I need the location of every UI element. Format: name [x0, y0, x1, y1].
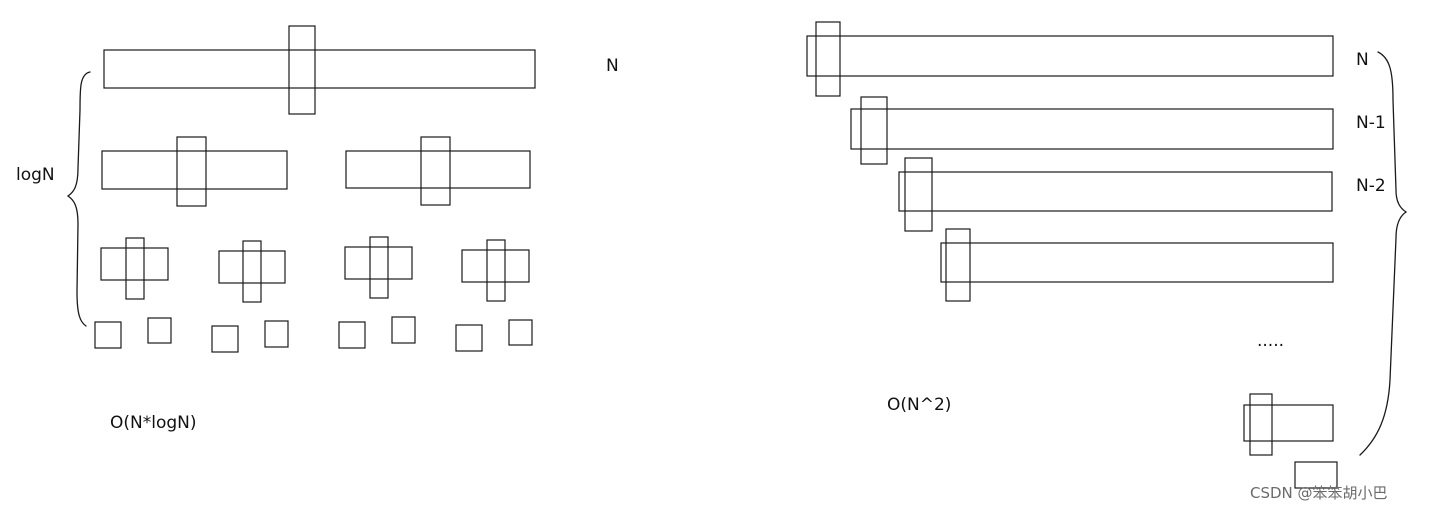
left-leaf-3 [211, 325, 239, 353]
left-depth-brace [66, 71, 91, 327]
left-leaf-1 [94, 321, 122, 349]
left-level2-pivot-d [486, 239, 506, 302]
left-top-label: N [606, 56, 619, 76]
left-level2-pivot-b [242, 240, 262, 303]
left-level0-bar [103, 49, 536, 89]
right-row1-bar [806, 35, 1334, 77]
left-level2-pivot-a [125, 237, 145, 300]
right-complexity-label: O(N^2) [887, 395, 951, 415]
left-complexity-label: O(N*logN) [110, 413, 197, 433]
right-row1-label: N [1356, 50, 1369, 70]
right-row2-bar [850, 108, 1334, 150]
left-level1-pivot-b [420, 136, 451, 206]
left-level2-bar-b [218, 250, 286, 284]
left-level2-bar-d [461, 249, 530, 283]
left-level2-pivot-c [369, 236, 389, 299]
left-level1-bar-b [345, 150, 531, 189]
right-row-last-pivot [1249, 393, 1273, 456]
right-row4-bar [940, 242, 1334, 283]
right-row-final-cell [1294, 461, 1338, 489]
left-leaf-2 [147, 317, 172, 344]
right-row3-label: N-2 [1356, 176, 1386, 196]
left-leaf-8 [508, 319, 533, 346]
right-row4-pivot [945, 228, 971, 302]
left-partition-tree: N logN O(N*logN) [16, 25, 619, 433]
left-level2-bar-a [100, 247, 169, 281]
watermark: CSDN @笨笨胡小巴 [1250, 484, 1388, 502]
left-level0-pivot [288, 25, 316, 115]
left-level1-pivot-a [176, 136, 207, 207]
left-leaf-5 [338, 321, 366, 349]
left-leaf-7 [455, 324, 483, 352]
right-staircase: N N-1 N-2 ..... O(N^2) [806, 21, 1408, 489]
right-row2-pivot [860, 96, 888, 165]
left-level2-bar-c [344, 246, 413, 280]
right-row-last-bar [1243, 404, 1334, 442]
right-depth-brace [1359, 51, 1408, 456]
right-row3-pivot [904, 157, 933, 232]
left-level1-bar-a [101, 150, 288, 190]
right-row3-bar [898, 171, 1333, 212]
left-depth-label: logN [16, 165, 55, 185]
right-ellipsis: ..... [1257, 331, 1284, 351]
left-leaf-4 [264, 320, 289, 348]
left-leaf-6 [391, 316, 416, 344]
right-row1-pivot [815, 21, 841, 97]
right-row2-label: N-1 [1356, 113, 1386, 133]
